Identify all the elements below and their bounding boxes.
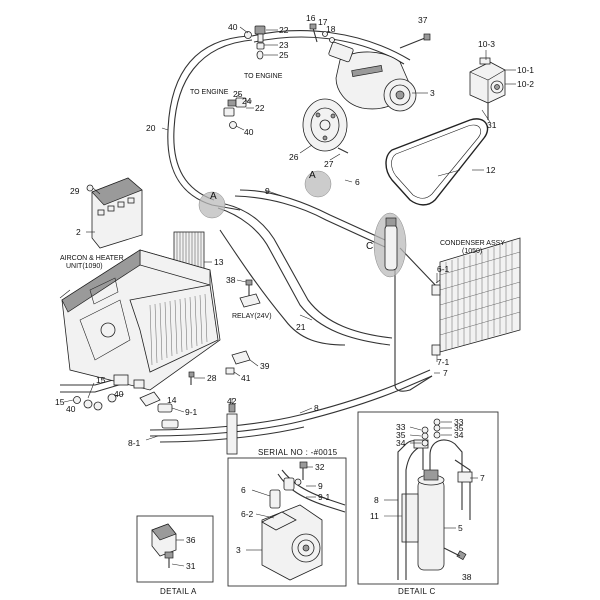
callout-15-lower: 15: [55, 397, 65, 407]
drive-belt: [385, 118, 489, 206]
callout-27: 27: [324, 159, 334, 169]
callout-22-top: 22: [279, 25, 289, 35]
compressor: [309, 23, 431, 112]
detail-markers: [198, 170, 407, 278]
relay: [236, 279, 261, 308]
caption-condenser-1: CONDENSER ASSY: [440, 240, 505, 247]
callout-3-serial: 3: [236, 545, 241, 555]
marker-a-left: A: [210, 191, 217, 202]
caption-serial: SERIAL NO : -#0015: [258, 448, 338, 457]
callout-31-top: 31: [487, 120, 497, 130]
callout-14: 14: [167, 395, 177, 405]
marker-c: C: [366, 241, 373, 252]
expansion-valve: [469, 50, 516, 123]
callout-33-left: 33: [396, 422, 406, 432]
callout-28: 28: [207, 373, 217, 383]
callout-6-top: 6: [355, 177, 360, 187]
callout-18: 18: [326, 24, 336, 34]
callout-29: 29: [70, 186, 80, 196]
left-fittings: [63, 382, 125, 411]
callout-7-mid: 7: [443, 368, 448, 378]
callout-37: 37: [418, 15, 428, 25]
callout-17: 17: [318, 17, 328, 27]
callout-26: 26: [289, 152, 299, 162]
callout-25-top: 25: [279, 50, 289, 60]
callout-39: 39: [260, 361, 270, 371]
callout-25-mid: 25: [233, 89, 243, 99]
callout-31-detail-a: 31: [186, 561, 196, 571]
callout-10-2: 10-2: [517, 79, 534, 89]
captions: TO ENGINE TO ENGINE AIRCON & HEATER UNIT…: [60, 73, 505, 596]
callout-9-1-lower: 9-1: [185, 407, 198, 417]
callout-33-right: 33: [454, 417, 464, 427]
caption-relay: RELAY(24V): [232, 313, 272, 320]
callout-9-mid: 9: [265, 186, 270, 196]
callout-8-mid: 8: [314, 403, 319, 413]
callout-21: 21: [296, 322, 306, 332]
caption-aircon-unit-2: UNIT(1090): [66, 263, 103, 270]
lower-fittings: [139, 391, 238, 455]
callout-5: 5: [458, 523, 463, 533]
callout-8-detail-c: 8: [374, 495, 379, 505]
callout-42: 42: [227, 396, 237, 406]
callout-10-3: 10-3: [478, 39, 495, 49]
detail-c-frame: [357, 411, 499, 585]
callout-40-left: 40: [66, 404, 76, 414]
callout-36: 36: [186, 535, 196, 545]
callout-9-serial: 9: [318, 481, 323, 491]
callout-7-detail-c: 7: [480, 473, 485, 483]
caption-condenser-2: (1050): [462, 248, 482, 255]
callout-2: 2: [76, 227, 81, 237]
callout-10-1: 10-1: [517, 65, 534, 75]
callout-16: 16: [306, 13, 316, 23]
callout-40-right: 40: [114, 389, 124, 399]
callout-22-mid: 22: [255, 103, 265, 113]
caption-to-engine-top: TO ENGINE: [244, 73, 283, 80]
callout-13: 13: [214, 257, 224, 267]
mid-engine-fittings: [223, 93, 254, 131]
aircon-heater-unit: [59, 249, 221, 391]
callout-23: 23: [279, 40, 289, 50]
callout-labels: 40 22 23 25 16 17 18 37 10-3 10-1 10-2 3…: [55, 13, 534, 582]
serial-detail-frame: [227, 457, 347, 587]
callout-3-compressor: 3: [430, 88, 435, 98]
callout-24: 24: [242, 96, 252, 106]
marker-a-right: A: [309, 170, 316, 181]
callout-32: 32: [315, 462, 325, 472]
label-detail-a: DETAIL A: [160, 587, 197, 596]
small-parts-center: [188, 350, 259, 385]
callout-6-1: 6-1: [437, 264, 450, 274]
caption-aircon-unit-1: AIRCON & HEATER: [60, 255, 124, 262]
pulley: [302, 98, 349, 154]
callout-20: 20: [146, 123, 156, 133]
label-detail-c: DETAIL C: [398, 587, 436, 596]
caption-to-engine-mid: TO ENGINE: [190, 89, 229, 96]
condenser: [431, 237, 521, 356]
callout-6-serial: 6: [241, 485, 246, 495]
control-panel: [86, 177, 143, 249]
callout-34-left: 34: [396, 438, 406, 448]
callout-9-1-serial: 9-1: [318, 492, 331, 502]
leader-lines: [161, 127, 484, 414]
callout-7-1: 7-1: [437, 357, 450, 367]
callout-11: 11: [370, 511, 379, 521]
callout-8-1: 8-1: [128, 438, 141, 448]
hose-lines: [60, 30, 441, 443]
callout-40-top: 40: [228, 22, 238, 32]
callout-35-left: 35: [396, 430, 406, 440]
top-engine-fittings: [239, 25, 278, 60]
callout-41: 41: [241, 373, 251, 383]
detail-a-frame: [136, 515, 214, 583]
callout-6-2: 6-2: [241, 509, 254, 519]
callout-40-mid: 40: [244, 127, 254, 137]
callout-35-right: 35: [454, 423, 464, 433]
callout-38-relay: 38: [226, 275, 236, 285]
callout-12: 12: [486, 165, 496, 175]
callout-38-detail-c: 38: [462, 572, 472, 582]
callout-15-upper: 15: [96, 375, 106, 385]
callout-34-right: 34: [454, 430, 464, 440]
